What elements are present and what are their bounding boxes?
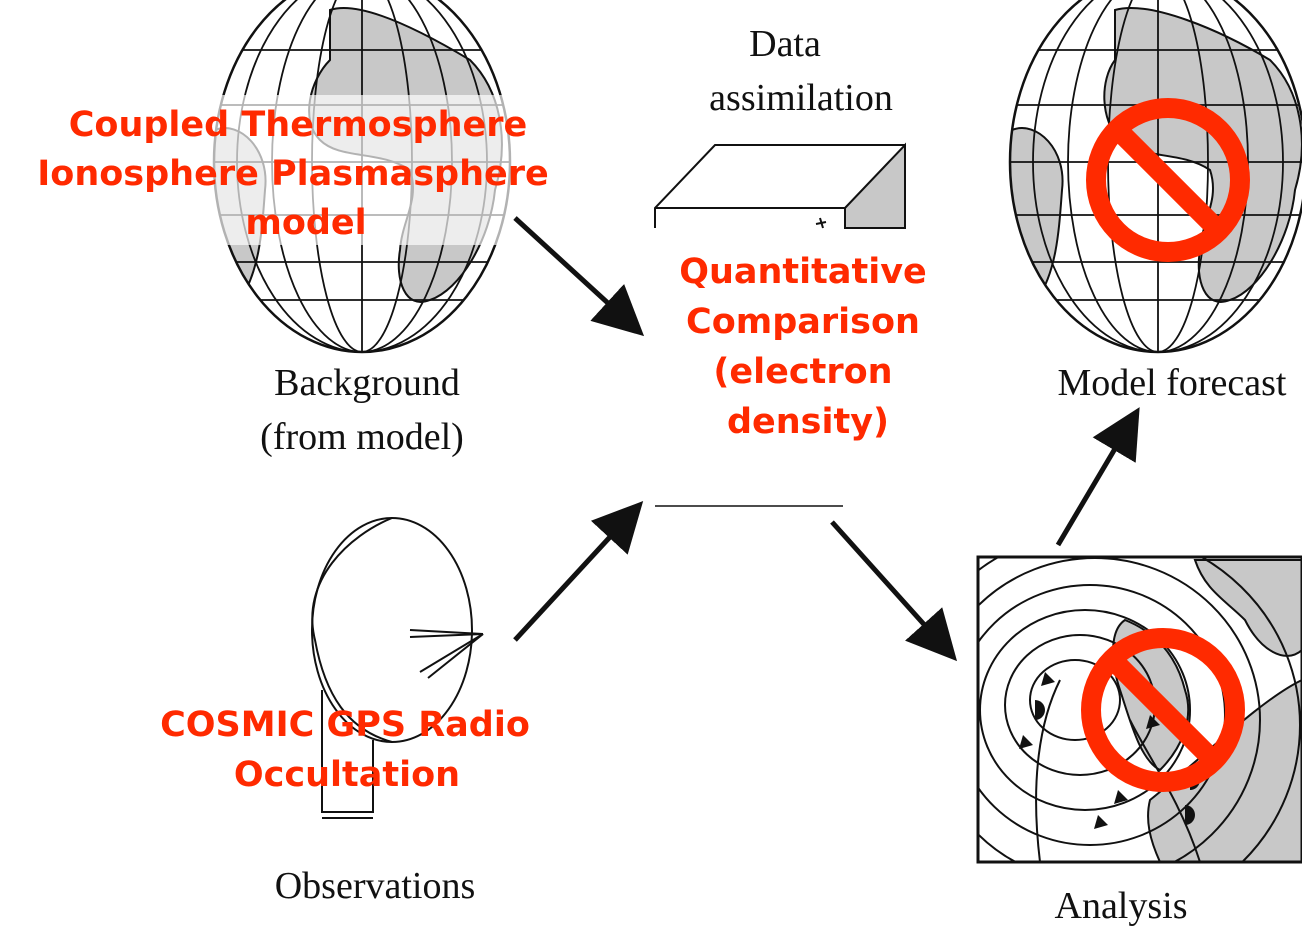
arrow-icon-analysis-to-forecast [1055, 407, 1140, 547]
background-label-line2: (from model) [260, 416, 464, 458]
analysis-label: Analysis [1055, 885, 1188, 927]
comparison-overlay-line3: (electron [713, 352, 892, 392]
forecast-globe-icon [1008, 0, 1302, 354]
weather-map-icon [976, 555, 1302, 864]
comparison-overlay-line1: Quantitative [679, 252, 927, 292]
observation-source-overlay-line1: COSMIC GPS Radio [160, 705, 530, 745]
assimilation-box-icon [654, 142, 906, 229]
observation-source-overlay-line2: Occultation [234, 755, 460, 795]
model-name-overlay-line2: Ionosphere Plasmasphere [37, 154, 548, 194]
satellite-dish-icon [311, 517, 484, 819]
analysis-prohibited-icon [1081, 628, 1245, 792]
data-assimilation-label-line2: assimilation [709, 77, 893, 119]
arrow-icon-assimilation-to-analysis [830, 520, 958, 662]
flow-arrows [513, 216, 1140, 662]
arrow-icon-observations-to-assimilation [513, 500, 644, 642]
data-assimilation-label-line1: Data [749, 23, 821, 65]
comparison-overlay-line4: density) [727, 402, 889, 442]
comparison-overlay-line2: Comparison [686, 302, 920, 342]
model-forecast-label: Model forecast [1058, 362, 1287, 404]
model-name-overlay-line1: Coupled Thermosphere [69, 105, 528, 145]
arrow-icon-background-to-assimilation [513, 216, 645, 337]
model-name-overlay-line3: model [245, 203, 366, 243]
forecast-prohibited-icon [1086, 98, 1250, 262]
model-name-backdrop [198, 95, 570, 245]
observations-label: Observations [275, 865, 476, 907]
background-label-line1: Background [274, 362, 460, 404]
